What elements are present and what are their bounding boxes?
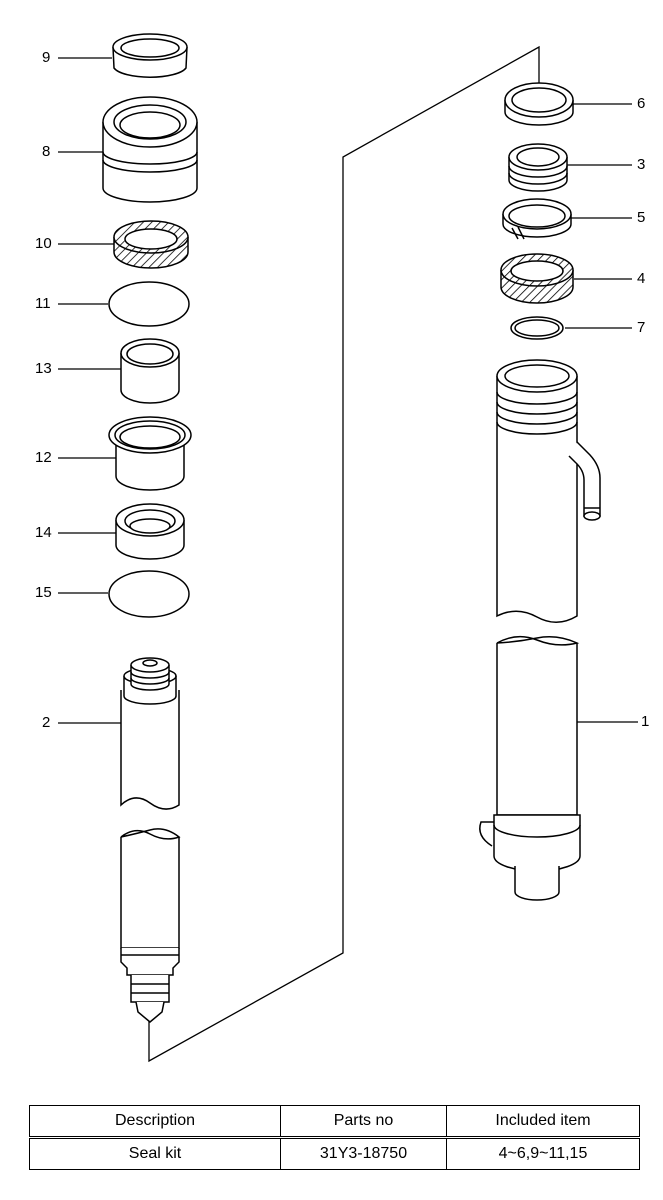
exploded-parts-diagram bbox=[58, 33, 638, 1063]
cell-description: Seal kit bbox=[29, 1137, 281, 1170]
part-5-split-ring bbox=[502, 198, 572, 240]
callout-13: 13 bbox=[35, 360, 52, 377]
cell-included-item: 4~6,9~11,15 bbox=[446, 1137, 640, 1170]
callout-10: 10 bbox=[35, 235, 52, 252]
parts-table: Description Parts no Included item Seal … bbox=[29, 1105, 640, 1170]
callout-11: 11 bbox=[35, 295, 51, 312]
callout-7: 7 bbox=[637, 319, 646, 336]
callout-2: 2 bbox=[42, 714, 51, 731]
callout-8: 8 bbox=[42, 143, 51, 160]
header-included-item: Included item bbox=[446, 1105, 640, 1138]
part-7-snap-ring bbox=[510, 316, 564, 340]
part-8-bushing bbox=[102, 96, 198, 203]
assembly-line bbox=[148, 45, 540, 1063]
part-2-rod-upper bbox=[120, 657, 180, 810]
leader-lines bbox=[58, 57, 638, 724]
part-15-oring bbox=[108, 570, 190, 618]
table-row: Seal kit 31Y3-18750 4~6,9~11,15 bbox=[29, 1137, 640, 1170]
part-1-tube-lower bbox=[479, 635, 581, 901]
callout-12: 12 bbox=[35, 449, 52, 466]
part-1-tube-upper bbox=[496, 359, 601, 623]
callout-15: 15 bbox=[35, 584, 52, 601]
part-2-rod-lower bbox=[120, 828, 181, 1023]
part-9-ring bbox=[112, 33, 188, 78]
cell-parts-no: 31Y3-18750 bbox=[280, 1137, 447, 1170]
callout-3: 3 bbox=[637, 156, 646, 173]
callout-1: 1 bbox=[641, 713, 650, 730]
callout-6: 6 bbox=[637, 95, 646, 112]
part-10-seal bbox=[113, 220, 189, 269]
part-6-ring bbox=[504, 82, 574, 126]
part-3-ribbed-seal bbox=[508, 143, 568, 192]
callout-4: 4 bbox=[637, 270, 646, 287]
part-12-flanged-bushing bbox=[108, 416, 192, 491]
part-11-oring bbox=[108, 281, 190, 327]
callout-9: 9 bbox=[42, 49, 51, 66]
header-parts-no: Parts no bbox=[280, 1105, 447, 1138]
callout-5: 5 bbox=[637, 209, 646, 226]
part-14-bushing bbox=[115, 503, 185, 560]
callout-14: 14 bbox=[35, 524, 52, 541]
part-13-sleeve bbox=[120, 338, 180, 404]
table-header-row: Description Parts no Included item bbox=[29, 1105, 640, 1138]
header-description: Description bbox=[29, 1105, 281, 1138]
part-4-packing bbox=[500, 253, 574, 304]
